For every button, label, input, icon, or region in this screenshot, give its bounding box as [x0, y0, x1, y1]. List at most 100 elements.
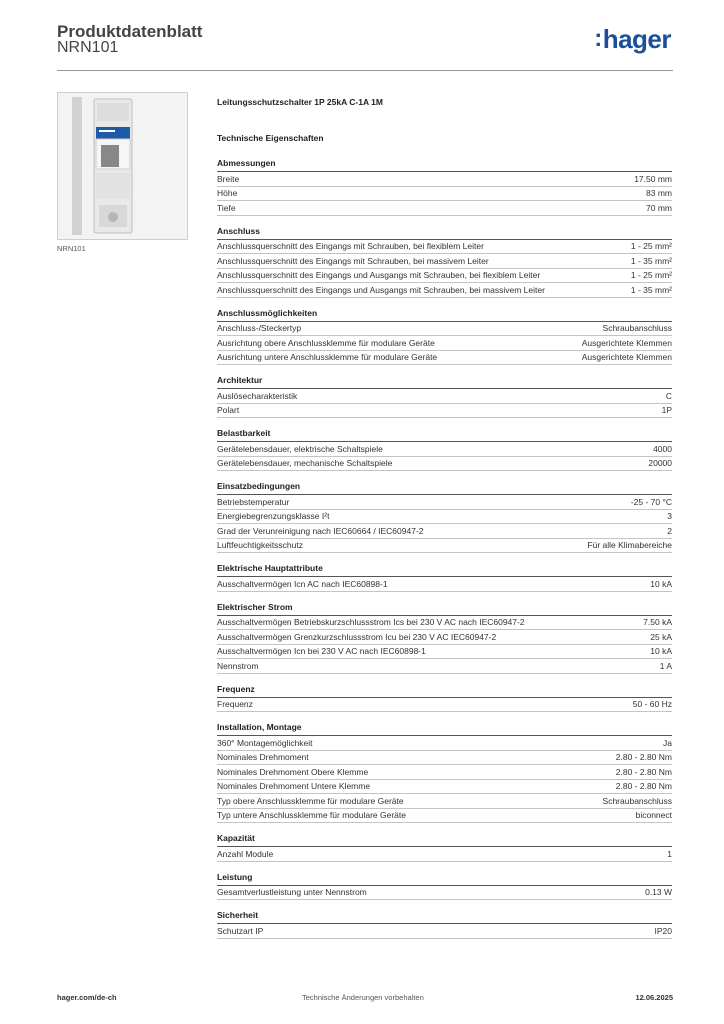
property-row: Gerätelebensdauer, mechanische Schaltspi… — [217, 457, 672, 471]
property-value: Schraubanschluss — [602, 795, 672, 806]
property-label: Anschlussquerschnitt des Eingangs und Au… — [217, 284, 545, 295]
property-value: 4000 — [653, 443, 672, 454]
property-value: 2.80 - 2.80 Nm — [615, 766, 672, 777]
property-label: Nominales Drehmoment Obere Klemme — [217, 766, 369, 777]
property-row: Betriebstemperatur -25 - 70 °C — [217, 495, 672, 510]
property-value: biconnect — [635, 810, 672, 820]
property-row: Ausschaltvermögen Icn bei 230 V AC nach … — [217, 645, 672, 659]
section-title: Sicherheit — [217, 910, 672, 924]
property-label: Ausschaltvermögen Betriebskurzschlussstr… — [217, 617, 525, 627]
property-label: Polart — [217, 405, 240, 415]
property-row: Nominales Drehmoment 2.80 - 2.80 Nm — [217, 751, 672, 765]
property-label: Nominales Drehmoment — [217, 752, 309, 762]
property-value: 2.80 - 2.80 Nm — [615, 781, 672, 791]
property-label: Frequenz — [217, 699, 253, 709]
property-row: Frequenz 50 - 60 Hz — [217, 698, 672, 712]
property-label: Gerätelebensdauer, elektrische Schaltspi… — [217, 443, 383, 454]
section-title: Installation, Montage — [217, 722, 672, 736]
property-row: Anschlussquerschnitt des Eingangs mit Sc… — [217, 254, 672, 269]
property-value: 17.50 mm — [634, 173, 672, 184]
property-value: Schraubanschluss — [602, 323, 672, 333]
property-value: 10 kA — [650, 578, 672, 589]
document-subtitle: NRN101 — [57, 39, 119, 56]
section-title: Elektrischer Strom — [217, 602, 672, 616]
property-value: -25 - 70 °C — [630, 496, 672, 507]
property-label: Schutzart IP — [217, 925, 264, 936]
property-value: 50 - 60 Hz — [632, 699, 672, 709]
product-image — [57, 92, 188, 240]
property-label: Ausschaltvermögen Grenzkurzschlussstrom … — [217, 631, 497, 642]
property-value: Ja — [663, 737, 672, 748]
section-title: Anschluss — [217, 226, 672, 240]
property-value: Ausgerichtete Klemmen — [581, 337, 672, 348]
section-title: Einsatzbedingungen — [217, 481, 672, 495]
property-row: Anschlussquerschnitt des Eingangs mit Sc… — [217, 240, 672, 254]
property-row: Anschluss-/Steckertyp Schraubanschluss — [217, 322, 672, 336]
property-value: 2 — [667, 525, 672, 536]
property-label: Tiefe — [217, 202, 236, 213]
property-label: Betriebstemperatur — [217, 496, 290, 507]
property-value: C — [665, 390, 672, 401]
property-value: 25 kA — [650, 631, 672, 642]
property-label: Nennstrom — [217, 660, 259, 671]
property-value: 2.80 - 2.80 Nm — [615, 752, 672, 762]
property-value: 1 - 25 mm² — [630, 270, 672, 280]
page-header: Produktdatenblatt NRN101 :hager — [57, 20, 673, 71]
property-value: 1 — [667, 848, 672, 859]
property-label: Gesamtverlustleistung unter Nennstrom — [217, 887, 367, 897]
property-value: 1 - 35 mm² — [630, 284, 672, 295]
property-value: 10 kA — [650, 646, 672, 656]
property-value: 70 mm — [646, 202, 672, 213]
property-label: Energiebegrenzungsklasse I²t — [217, 511, 330, 521]
logo-dots-icon: : — [594, 25, 602, 52]
section-title: Leistung — [217, 872, 672, 886]
property-value: Ausgerichtete Klemmen — [581, 352, 672, 362]
technical-properties-title: Technische Eigenschaften — [217, 133, 324, 143]
footer-date: 12.06.2025 — [635, 993, 673, 1002]
property-row: Luftfeuchtigkeitsschutz Für alle Klimaber… — [217, 539, 672, 553]
property-row: Anschlussquerschnitt des Eingangs und Au… — [217, 283, 672, 298]
logo-text: hager — [602, 24, 672, 54]
property-label: Ausschaltvermögen Icn AC nach IEC60898-1 — [217, 578, 388, 589]
property-label: Typ untere Anschlussklemme für modulare … — [217, 810, 406, 820]
technical-properties: Leitungsschutzschalter 1P 25kA C-1A 1M T… — [217, 97, 672, 949]
property-value: 1 - 25 mm² — [630, 241, 672, 251]
property-label: Ausschaltvermögen Icn bei 230 V AC nach … — [217, 646, 426, 656]
property-value: IP20 — [654, 925, 673, 936]
section-title: Elektrische Hauptattribute — [217, 563, 672, 577]
property-label: Anschlussquerschnitt des Eingangs und Au… — [217, 270, 541, 280]
document-title: Produktdatenblatt — [57, 22, 203, 41]
property-row: Ausrichtung obere Anschlussklemme für mo… — [217, 336, 672, 351]
property-row: Anschlussquerschnitt des Eingangs und Au… — [217, 269, 672, 283]
circuit-breaker-icon — [58, 93, 187, 239]
property-label: Breite — [217, 173, 240, 184]
property-row: Ausschaltvermögen Icn AC nach IEC60898-1… — [217, 577, 672, 592]
property-value: 1 - 35 mm² — [630, 255, 672, 266]
property-value: 7.50 kA — [643, 617, 672, 627]
property-label: Anschluss-/Steckertyp — [217, 323, 302, 333]
property-value: Für alle Klimabereiche — [587, 540, 672, 550]
property-row: Gerätelebensdauer, elektrische Schaltspi… — [217, 442, 672, 457]
property-label: Luftfeuchtigkeitsschutz — [217, 540, 303, 550]
section-title: Architektur — [217, 375, 672, 389]
section-title: Frequenz — [217, 684, 672, 698]
property-label: Typ obere Anschlussklemme für modulare G… — [217, 795, 404, 806]
property-row: Ausschaltvermögen Grenzkurzschlussstrom … — [217, 630, 672, 645]
product-image-caption: NRN101 — [57, 244, 86, 253]
property-value: 20000 — [648, 458, 672, 468]
